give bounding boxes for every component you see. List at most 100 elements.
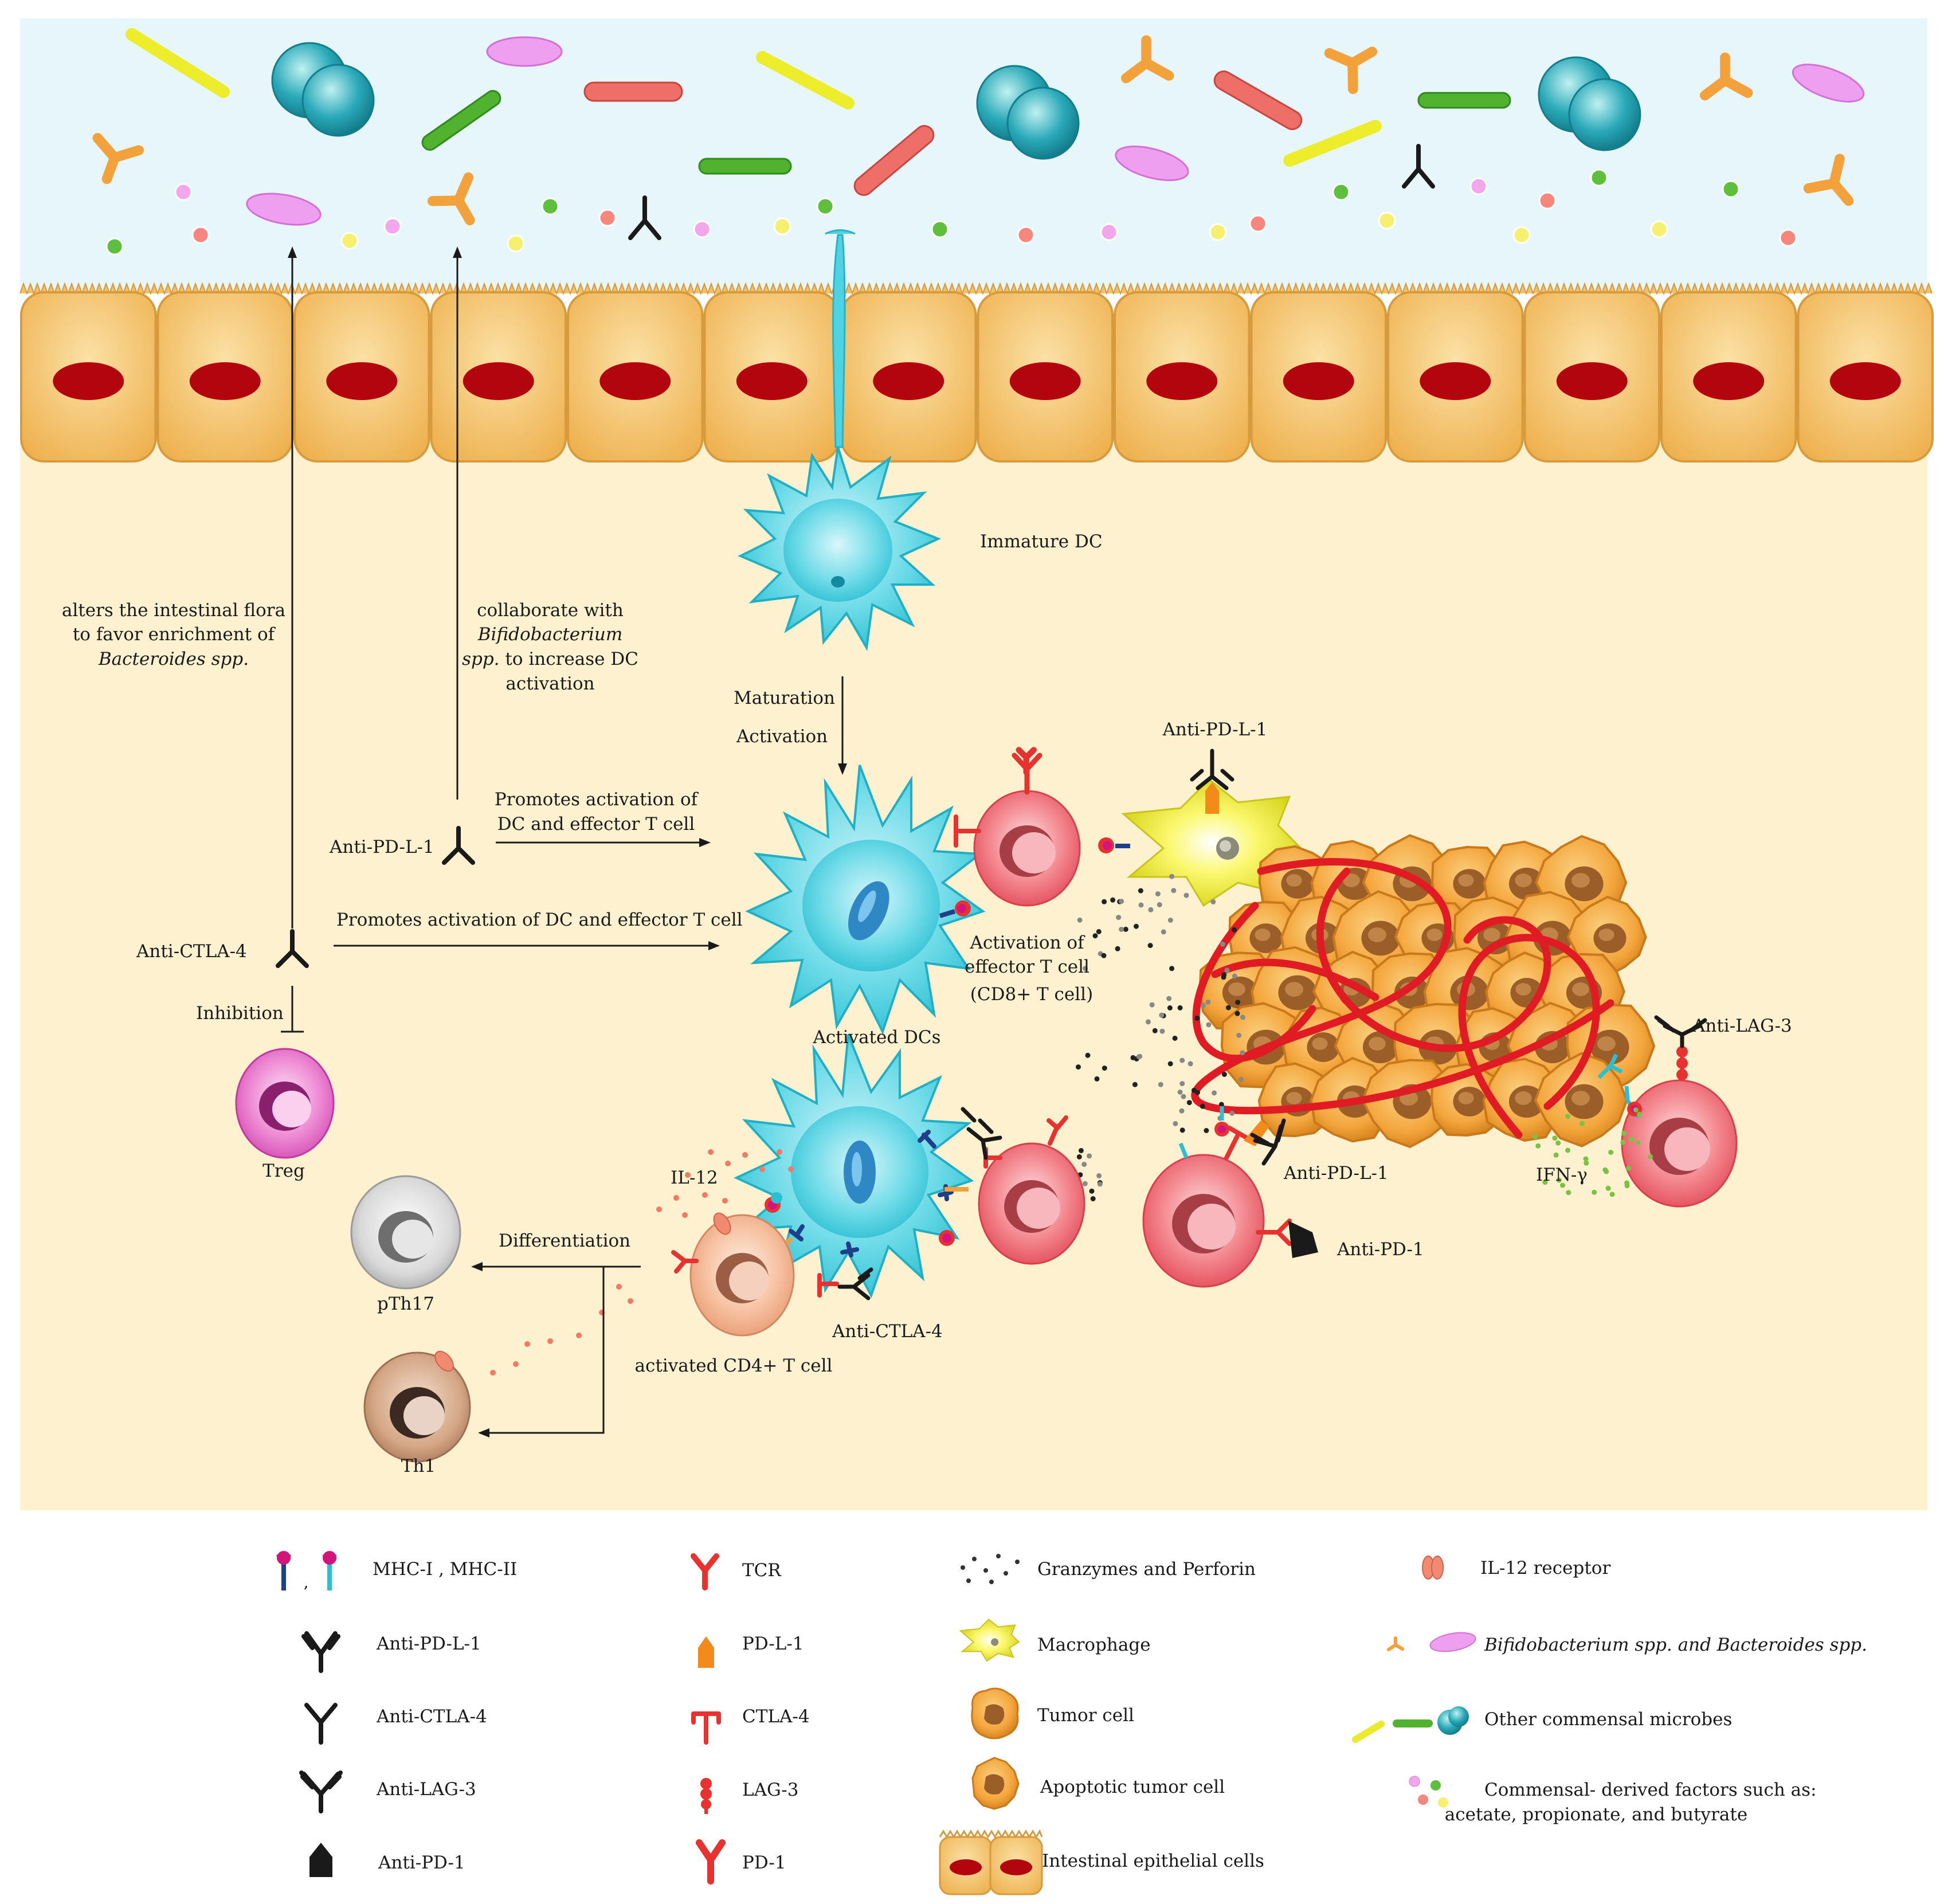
pdl1-ligand [1205, 782, 1219, 814]
legend-factors-1: Commensal- derived factors such as: [1484, 1780, 1817, 1800]
label-flora-2: to favor enrichment of [73, 624, 276, 645]
granzyme-dot [1159, 1028, 1165, 1034]
ifn-dot [1592, 1189, 1597, 1195]
granzyme-dot [1210, 899, 1216, 904]
commensal-factor-dot [1779, 229, 1797, 247]
red-rod-microbe [583, 81, 683, 102]
epithelial-nucleus [1283, 362, 1354, 400]
ifn-dot [1637, 1111, 1643, 1117]
granzyme-dot [1147, 943, 1153, 949]
commensal-factor-dot [1650, 220, 1668, 238]
immature-dc [738, 446, 942, 652]
commensal-factor-dot [105, 237, 124, 256]
commensal-factor-dot [1249, 214, 1267, 233]
epithelial-nucleus [1556, 362, 1628, 400]
dc-dendrite-tip [825, 229, 856, 235]
granzyme-dot [1097, 1181, 1103, 1187]
granzyme-dot [1089, 1188, 1095, 1194]
green-rod-microbe [421, 90, 501, 151]
ifn-dot [1560, 1182, 1565, 1188]
il12-dot [742, 1152, 748, 1158]
il12-dot [788, 1166, 794, 1172]
granzyme-dot [1171, 888, 1177, 894]
label-activation-effector-2: effector T cell [965, 957, 1089, 977]
label-anti-ctla4-bottom: Anti-CTLA-4 [832, 1321, 943, 1342]
granzyme-dot [1102, 1065, 1107, 1071]
ifn-dot [1635, 1140, 1641, 1145]
label-flora-1: alters the intestinal flora [62, 600, 285, 621]
label-treg: Treg [262, 1161, 305, 1181]
label-promotes-2: Promotes activation of DC and effector T… [336, 910, 743, 930]
il12-dot [524, 1341, 530, 1347]
activated-cd4-t-cell [689, 1214, 795, 1337]
granzyme-dot [1179, 1108, 1185, 1114]
ifn-dot [1565, 1147, 1570, 1153]
granzyme-dot [1083, 966, 1088, 971]
commensal-microbes [92, 28, 1865, 256]
commensal-factor-dot [693, 220, 711, 238]
granzymes-icon [961, 1554, 1020, 1584]
granzyme-dot [1090, 1196, 1096, 1201]
ifn-dot [1620, 1139, 1626, 1145]
commensal-factor-dot [1590, 169, 1608, 187]
ifn-dot [1609, 1192, 1615, 1197]
bacteroides [1792, 64, 1865, 103]
anti-pdl1-antibody-mid [1250, 1118, 1286, 1166]
il12-dot [656, 1206, 662, 1212]
granzyme-dot [1161, 929, 1166, 935]
ifn-dot [1608, 1150, 1614, 1155]
granzyme-dot [1159, 1012, 1165, 1018]
svg-text:,: , [304, 1574, 308, 1592]
granzyme-dot [1238, 1076, 1244, 1082]
epithelial-nucleus [53, 362, 124, 400]
epithelial-nucleus [189, 362, 261, 400]
bifidobacterium [1803, 154, 1854, 206]
epithelial-nucleus [1009, 362, 1081, 400]
effector-t-cell-mid [978, 1142, 1085, 1265]
coccus-microbe [1006, 87, 1080, 160]
epithelial-nucleus [1146, 362, 1218, 400]
ifn-dot [1556, 1177, 1562, 1183]
yellow-rod-microbe [756, 51, 855, 109]
granzyme-dot [1187, 1061, 1193, 1067]
commensal-factor-dot [383, 217, 402, 236]
label-bifido-2: Bifidobacterium [477, 624, 622, 645]
bacteroides [246, 193, 322, 226]
th1-cell [363, 1351, 471, 1463]
granzyme-dot [1179, 1057, 1185, 1063]
commensal-factor-dot [598, 209, 617, 227]
label-bifido-3a: spp. [462, 649, 499, 669]
intestinal-epithelium [19, 281, 1934, 463]
yellow-rod-microbe [126, 28, 230, 98]
granzyme-dot [1085, 1052, 1091, 1058]
microvilli [19, 281, 1933, 296]
pdl1-tumor [1244, 1121, 1269, 1146]
commensal-factor-dot [507, 234, 525, 253]
commensal-factor-dot [931, 220, 949, 238]
granzyme-dot [1179, 1081, 1185, 1087]
legend-pdl1: PD-L-1 [742, 1633, 804, 1654]
label-activated-cd4: activated CD4+ T cell [635, 1355, 833, 1376]
granzyme-dot [1092, 933, 1098, 939]
granzyme-dot [1201, 1002, 1206, 1008]
granzyme-dot [1177, 1090, 1183, 1095]
green-rod-microbe [698, 158, 792, 175]
granzyme-dot [1087, 1153, 1092, 1159]
il12-dot [673, 1195, 679, 1201]
ifn-dot [1621, 1130, 1627, 1136]
epithelial-nucleus [463, 362, 534, 400]
ifn-dot [1555, 1140, 1561, 1146]
red-rod-microbe [1213, 70, 1303, 130]
ifn-dot [1565, 1114, 1570, 1119]
commensal-factor-dot [1722, 180, 1740, 198]
legend-il12-receptor: IL-12 receptor [1480, 1558, 1610, 1578]
granzyme-dot [1148, 907, 1154, 912]
label-bifido-3: spp. to increase DC [462, 649, 638, 669]
il12-dot [708, 1149, 714, 1155]
label-th1: Th1 [401, 1456, 436, 1476]
granzyme-dot [1158, 1082, 1163, 1087]
granzyme-dot [1218, 1102, 1224, 1107]
granzyme-dot [1191, 1087, 1197, 1093]
label-bifido-1: collaborate with [477, 600, 624, 621]
